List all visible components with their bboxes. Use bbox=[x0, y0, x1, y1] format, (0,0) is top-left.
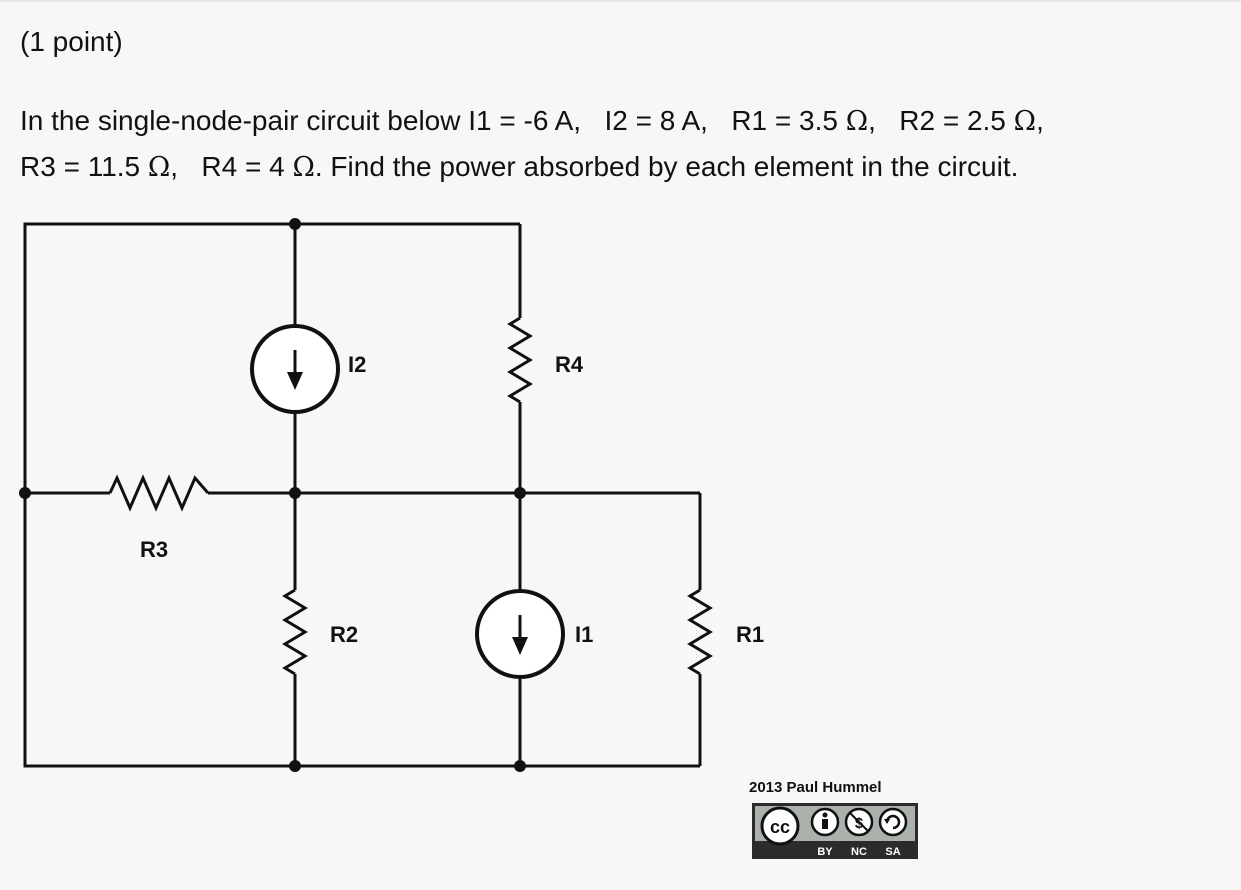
r4-zigzag bbox=[507, 316, 533, 404]
cc-text: cc bbox=[770, 817, 790, 837]
problem-r2: R2 = 2.5 bbox=[899, 105, 1006, 136]
label-r3: R3 bbox=[140, 537, 168, 562]
r1-zigzag bbox=[687, 588, 713, 676]
current-source-i2 bbox=[250, 324, 340, 414]
problem-r3: R3 = 11.5 bbox=[20, 151, 141, 182]
points-label: (1 point) bbox=[20, 26, 123, 57]
label-r4: R4 bbox=[555, 352, 584, 377]
top-border bbox=[0, 0, 1241, 2]
nc-icon: $ bbox=[844, 807, 874, 837]
problem-statement: In the single-node-pair circuit below I1… bbox=[20, 98, 1220, 190]
node-dot bbox=[19, 487, 31, 499]
r2-zigzag bbox=[282, 588, 308, 676]
current-source-i1 bbox=[475, 589, 565, 679]
badge-by: BY bbox=[817, 846, 833, 858]
problem-r4: R4 = 4 bbox=[201, 151, 285, 182]
ohm-symbol: Ω bbox=[1013, 106, 1037, 137]
comma: , bbox=[170, 151, 179, 182]
sa-icon bbox=[878, 807, 908, 837]
badge-sa: SA bbox=[885, 846, 900, 858]
problem-i2: I2 = 8 A, bbox=[604, 105, 708, 136]
r3-zigzag bbox=[108, 474, 210, 512]
ohm-symbol: Ω bbox=[292, 152, 315, 183]
label-i1: I1 bbox=[575, 622, 593, 647]
comma: , bbox=[1036, 105, 1044, 136]
problem-r1: R1 = 3.5 bbox=[731, 105, 838, 136]
node-dot bbox=[289, 760, 301, 772]
comma: , bbox=[868, 105, 876, 136]
credit-text: 2013 Paul Hummel bbox=[749, 779, 882, 796]
label-i2: I2 bbox=[348, 352, 366, 377]
label-r1: R1 bbox=[736, 622, 764, 647]
cc-license-badge: cc $ BY NC SA bbox=[752, 803, 918, 859]
label-r2: R2 bbox=[330, 622, 358, 647]
node-dot bbox=[514, 760, 526, 772]
problem-intro: In the single-node-pair circuit below I1… bbox=[20, 105, 582, 136]
by-icon bbox=[810, 807, 840, 837]
badge-nc: NC bbox=[851, 846, 867, 858]
node-dot bbox=[289, 487, 301, 499]
problem-question: . Find the power absorbed by each elemen… bbox=[314, 151, 1019, 182]
ohm-symbol: Ω bbox=[845, 106, 869, 137]
node-dot bbox=[289, 218, 301, 230]
node-dot bbox=[514, 487, 526, 499]
ohm-symbol: Ω bbox=[147, 152, 171, 183]
